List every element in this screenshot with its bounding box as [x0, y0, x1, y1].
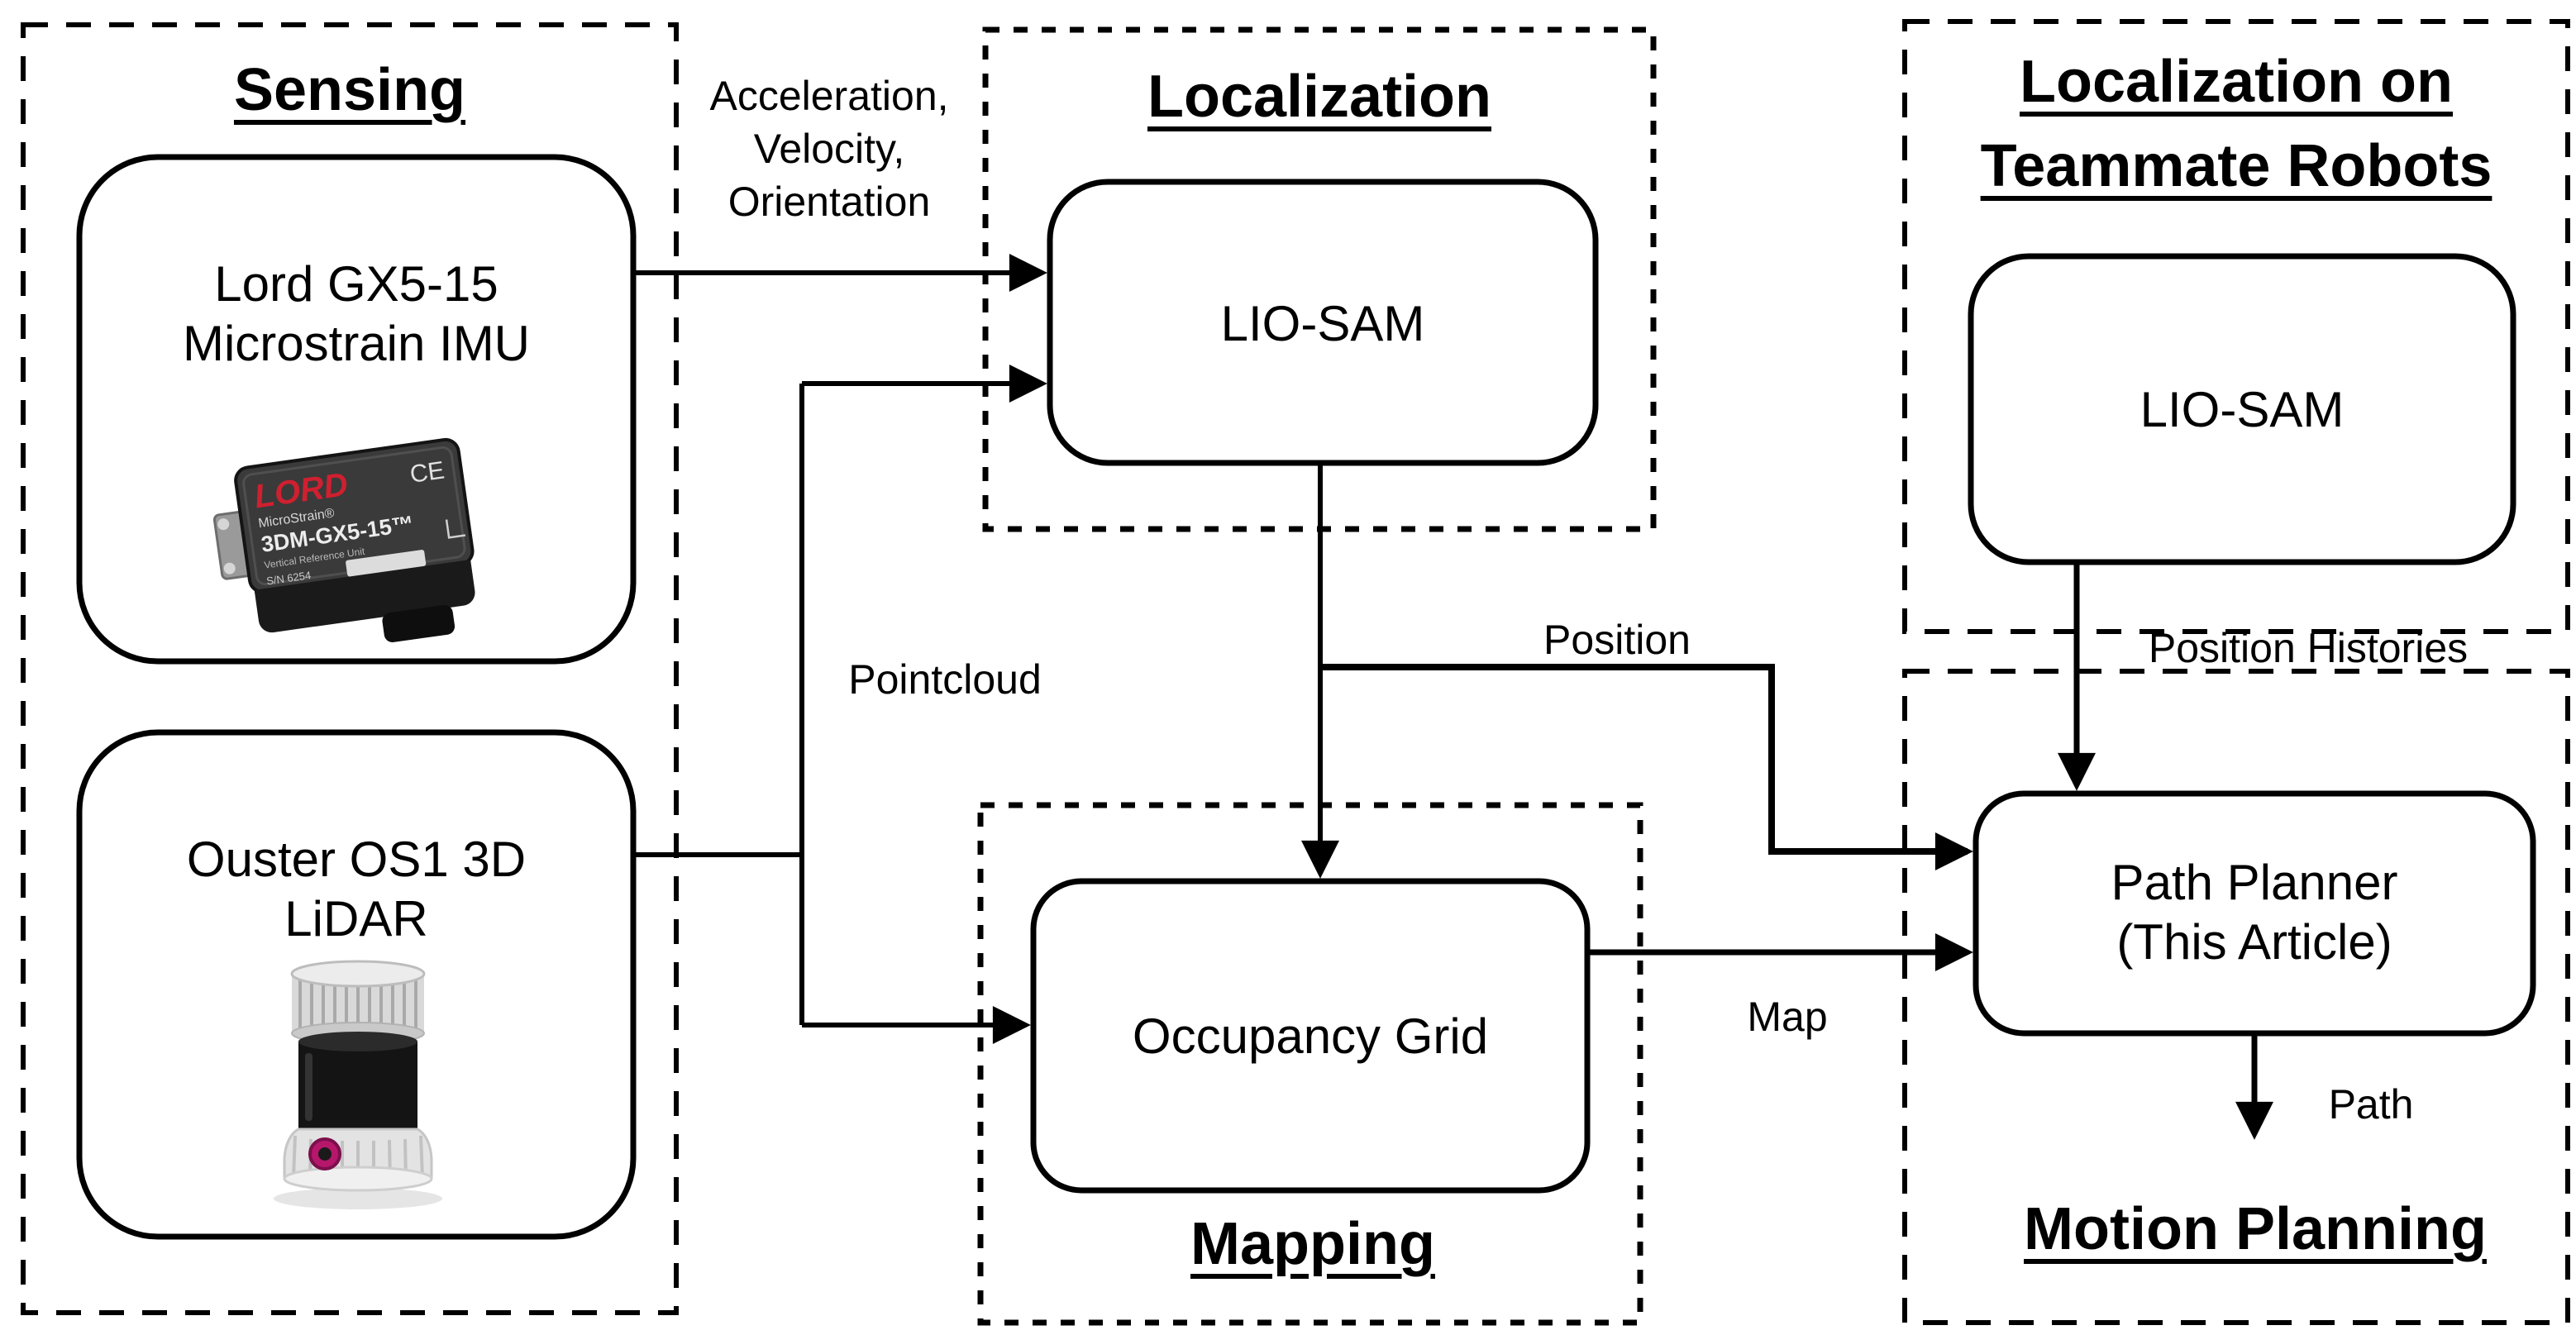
imu-serial-text: S/N 6254	[265, 569, 312, 587]
imu-sticker	[346, 550, 427, 577]
lidar-connector-pin	[318, 1147, 332, 1161]
imu-ce-mark: CE	[408, 456, 446, 488]
sensing-section-title: Sensing	[233, 57, 466, 123]
imu-photo: LORD CE MicroStrain® 3DM-GX5-15™ Vertica…	[212, 437, 475, 642]
edge-position-to-path-planner	[1320, 664, 1973, 870]
imu-node-label: Lord GX5-15 Microstrain IMU	[182, 256, 531, 371]
imu-body-front	[254, 559, 475, 633]
lidar-band-top	[298, 1032, 417, 1051]
lidar-band-highlight	[305, 1053, 312, 1121]
occupancy-grid-node-label: Occupancy Grid	[1132, 1008, 1489, 1064]
lidar-node-label: Ouster OS1 3D LiDAR	[186, 832, 527, 946]
imu-axis-glyph	[445, 519, 466, 539]
lidar-sensor-band	[298, 1042, 417, 1131]
liosam-local-node-label: LIO-SAM	[1220, 296, 1425, 351]
lidar-photo	[274, 960, 442, 1209]
position-histories-edge-label: Position Histories	[2148, 625, 2469, 671]
teammate-section-frame	[1902, 19, 2570, 634]
imu-screw-bottom	[223, 562, 236, 575]
localization-section-title: Localization	[1147, 64, 1492, 130]
lidar-base-bottom	[283, 1166, 433, 1192]
lidar-top-dome	[290, 960, 426, 988]
imu-screw-top	[217, 518, 230, 531]
teammate-section-title: Localization on Teammate Robots	[1980, 49, 2493, 199]
liosam-teammate-node-label: LIO-SAM	[2140, 382, 2345, 437]
sensing-section-frame	[21, 22, 679, 1315]
occupancy-grid-node-box	[1030, 878, 1591, 1194]
imu-mount-tab	[382, 604, 456, 642]
motion-section-title: Motion Planning	[2024, 1196, 2487, 1262]
map-edge-label: Map	[1747, 994, 1828, 1040]
motion-section-frame	[1902, 669, 2570, 1325]
path-edge-label: Path	[2328, 1081, 2414, 1128]
position-edge-label: Position	[1543, 617, 1691, 663]
path-planner-node-label: Path Planner (This Article)	[2111, 855, 2398, 970]
liosam-teammate-node-box	[1968, 253, 2516, 565]
lidar-shadow	[274, 1188, 442, 1209]
mapping-section-title: Mapping	[1190, 1211, 1435, 1277]
imu-data-edge-label: Acceleration, Velocity, Orientation	[709, 73, 949, 225]
pointcloud-edge-label: Pointcloud	[848, 656, 1042, 703]
